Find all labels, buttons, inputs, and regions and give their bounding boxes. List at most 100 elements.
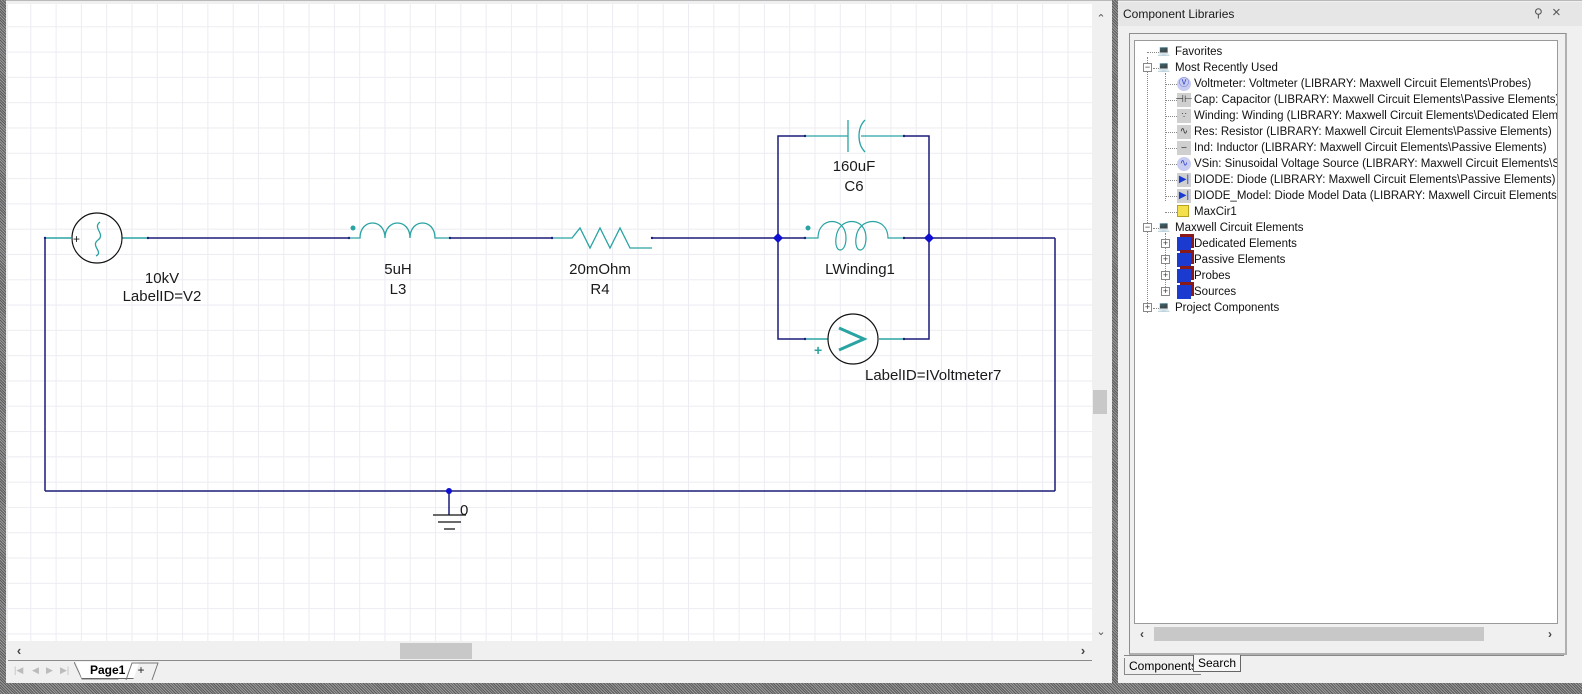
tree-horizontal-scrollbar[interactable]: ‹ ›	[1134, 626, 1558, 642]
folder-stack-icon	[1177, 237, 1191, 251]
schematic-canvas[interactable]: + 10kV LabelID=V2 5uH L3 20mOhm R4	[8, 4, 1092, 641]
page-tab-page1[interactable]: Page1	[76, 662, 139, 679]
tree-item-winding[interactable]: ∵ Winding: Winding (LIBRARY: Maxwell Cir…	[1135, 108, 1557, 124]
panel-splitter[interactable]	[1112, 0, 1118, 694]
wires	[44, 135, 1056, 515]
scroll-down-icon[interactable]: ⌄	[1096, 626, 1106, 638]
horizontal-scrollbar[interactable]: ‹ ›	[8, 641, 1092, 661]
tree-item-most-recently-used[interactable]: − 💻 Most Recently Used	[1143, 62, 1278, 74]
tree-item-sources[interactable]: + Sources	[1161, 285, 1237, 299]
resistor-id-label: R4	[590, 281, 609, 298]
expand-icon[interactable]: +	[1161, 238, 1170, 248]
prev-page-icon[interactable]: ◀	[32, 665, 39, 675]
inductor-id-label: L3	[390, 281, 407, 298]
tree-item-voltmeter[interactable]: Ⓥ Voltmeter: Voltmeter (LIBRARY: Maxwell…	[1135, 76, 1557, 92]
probe-arrow-icon	[838, 326, 868, 352]
junction-dot	[446, 488, 452, 494]
expand-icon[interactable]: +	[1143, 302, 1152, 312]
source-plus-sign: +	[73, 232, 80, 246]
winding-lwinding1[interactable]	[805, 221, 904, 251]
left-splitter[interactable]	[0, 0, 6, 694]
component-tree[interactable]: 💻 Favorites − 💻 Most Recently Used Ⓥ Vol…	[1134, 40, 1558, 624]
junction-dot	[924, 233, 934, 243]
tree-item-inductor[interactable]: ∽ Ind: Inductor (LIBRARY: Maxwell Circui…	[1135, 140, 1557, 156]
sine-source-icon: ∿	[1177, 157, 1191, 171]
tree-item-project-components[interactable]: + 💻 Project Components	[1143, 302, 1280, 314]
circuit-file-icon	[1177, 205, 1189, 217]
page-tab-bar: |◀ ◀ ▶ ▶| Page1 +	[8, 661, 1112, 682]
tab-components[interactable]: Components	[1124, 658, 1202, 675]
junctions	[446, 233, 934, 494]
tree-item-maxwell-circuit-elements[interactable]: − 💻 Maxwell Circuit Elements	[1143, 222, 1304, 234]
tree-item-diode-model[interactable]: ▶| DIODE_Model: Diode Model Data (LIBRAR…	[1135, 188, 1557, 204]
bottom-splitter[interactable]	[0, 683, 1582, 694]
source-value-label: 10kV	[145, 270, 179, 287]
tree-item-resistor[interactable]: ∿ Res: Resistor (LIBRARY: Maxwell Circui…	[1135, 124, 1557, 140]
ground-symbol[interactable]	[433, 514, 466, 530]
capacitor-c6[interactable]	[805, 119, 904, 153]
tree-item-vsin[interactable]: ∿ VSin: Sinusoidal Voltage Source (LIBRA…	[1135, 156, 1557, 172]
diode-icon: ▶|	[1177, 189, 1191, 203]
tree-item-diode[interactable]: ▶| DIODE: Diode (LIBRARY: Maxwell Circui…	[1135, 172, 1557, 188]
collapse-icon[interactable]: −	[1143, 62, 1152, 72]
pin-icon[interactable]: ⚲	[1534, 6, 1543, 20]
tree-connector	[1147, 57, 1148, 313]
scroll-left-icon[interactable]: ‹	[1140, 627, 1144, 641]
library-icon: 💻	[1157, 46, 1171, 57]
wire-cap-left	[777, 135, 805, 238]
polarity-dot	[350, 225, 356, 231]
resistor-icon: ∿	[1177, 125, 1191, 139]
tree-scroll-thumb[interactable]	[1154, 627, 1484, 641]
add-tab-outline	[125, 662, 159, 681]
winding-icon: ∵	[1177, 109, 1191, 123]
scroll-up-icon[interactable]: ⌃	[1096, 13, 1106, 25]
source-id-label: LabelID=V2	[123, 288, 202, 305]
scroll-right-icon[interactable]: ›	[1548, 627, 1552, 641]
tree-item-probes[interactable]: + Probes	[1161, 269, 1231, 283]
folder-stack-icon	[1177, 253, 1191, 267]
capacitor-id-label: C6	[844, 178, 863, 195]
ground-node-label: 0	[460, 502, 468, 519]
circuit-diagram: + 10kV LabelID=V2 5uH L3 20mOhm R4	[43, 119, 1056, 530]
tree-item-passive-elements[interactable]: + Passive Elements	[1161, 253, 1286, 267]
tree-item-favorites[interactable]: 💻 Favorites	[1135, 44, 1555, 60]
panel-title: Component Libraries	[1123, 7, 1235, 21]
resistor-value-label: 20mOhm	[569, 261, 631, 278]
horizontal-scroll-thumb[interactable]	[400, 643, 472, 659]
folder-stack-icon	[1177, 285, 1191, 299]
voltmeter-icon: Ⓥ	[1177, 77, 1191, 91]
library-icon: 💻	[1157, 302, 1171, 313]
panel-tabs: Components Search	[1124, 655, 1564, 675]
schematic-editor: + 10kV LabelID=V2 5uH L3 20mOhm R4	[6, 0, 1112, 683]
vertical-scroll-thumb[interactable]	[1093, 390, 1107, 414]
voltage-source-v2[interactable]: +	[45, 212, 148, 264]
last-page-icon[interactable]: ▶|	[60, 665, 70, 675]
vertical-scrollbar[interactable]: ⌃ ⌄	[1092, 4, 1110, 641]
tree-item-capacitor[interactable]: ⊣⊢ Cap: Capacitor (LIBRARY: Maxwell Circ…	[1135, 92, 1557, 108]
tree-item-maxcir1[interactable]: MaxCir1	[1135, 204, 1557, 220]
panel-header: Component Libraries ⚲ ×	[1118, 2, 1582, 26]
add-page-button[interactable]: +	[137, 663, 145, 677]
wire-vm-right	[904, 238, 930, 340]
close-icon[interactable]: ×	[1552, 4, 1561, 21]
expand-icon[interactable]: +	[1161, 254, 1170, 264]
scroll-right-icon[interactable]: ›	[1080, 643, 1086, 658]
voltmeter-ivoltmeter7[interactable]: +	[805, 313, 904, 365]
folder-stack-icon	[1177, 269, 1191, 283]
inductor-value-label: 5uH	[384, 261, 412, 278]
first-page-icon[interactable]: |◀	[14, 665, 24, 675]
next-page-icon[interactable]: ▶	[46, 665, 53, 675]
wire-vm-left	[777, 238, 805, 340]
scroll-left-icon[interactable]: ‹	[16, 643, 22, 658]
capacitor-value-label: 160uF	[833, 158, 876, 175]
resistor-r4[interactable]	[552, 226, 652, 250]
tab-search[interactable]: Search	[1193, 655, 1242, 672]
expand-icon[interactable]: +	[1161, 270, 1170, 280]
collapse-icon[interactable]: −	[1143, 222, 1152, 232]
tree-item-dedicated-elements[interactable]: + Dedicated Elements	[1161, 237, 1297, 251]
polarity-dot	[805, 225, 811, 231]
pin-ticks	[43, 134, 906, 341]
expand-icon[interactable]: +	[1161, 286, 1170, 296]
inductor-l3[interactable]	[349, 222, 450, 239]
